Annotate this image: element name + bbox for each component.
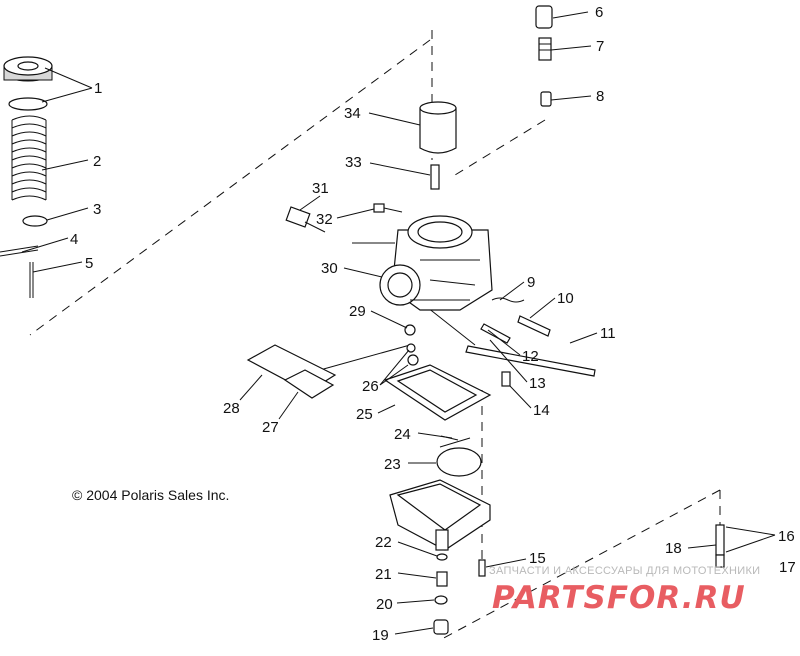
callout-8: 8 bbox=[596, 88, 604, 105]
callout-labels: 1 2 3 4 5 6 7 8 9 10 11 12 13 14 15 16 1… bbox=[70, 4, 796, 644]
callout-7: 7 bbox=[596, 38, 604, 55]
callout-29: 29 bbox=[349, 303, 366, 320]
callout-31: 31 bbox=[312, 180, 329, 197]
callout-23: 23 bbox=[384, 456, 401, 473]
callout-15: 15 bbox=[529, 550, 546, 567]
watermark: ЗАПЧАСТИ И АКСЕССУАРЫ ДЛЯ МОТОТЕХНИКИ PA… bbox=[489, 565, 760, 616]
float-bowl bbox=[389, 479, 491, 551]
callout-12: 12 bbox=[522, 348, 539, 365]
vent-tube bbox=[715, 524, 725, 568]
callout-5: 5 bbox=[85, 255, 93, 272]
callout-21: 21 bbox=[375, 566, 392, 583]
throttle-slide bbox=[419, 101, 457, 190]
callout-28: 28 bbox=[223, 400, 240, 417]
copyright-notice: © 2004 Polaris Sales Inc. bbox=[72, 487, 229, 503]
callout-13: 13 bbox=[529, 375, 546, 392]
callout-32: 32 bbox=[316, 211, 333, 228]
callout-11: 11 bbox=[600, 325, 616, 342]
watermark-logo: PARTSFOR.RU bbox=[492, 580, 746, 616]
callout-9: 9 bbox=[527, 274, 535, 291]
callout-6: 6 bbox=[595, 4, 603, 21]
float bbox=[436, 435, 482, 477]
callout-34: 34 bbox=[344, 105, 361, 122]
callout-30: 30 bbox=[321, 260, 338, 277]
gasket-plate bbox=[246, 344, 337, 399]
cap-assembly bbox=[0, 56, 53, 298]
callout-18: 18 bbox=[665, 540, 682, 557]
top-fittings bbox=[535, 5, 553, 107]
callout-1: 1 bbox=[94, 80, 102, 97]
callout-22: 22 bbox=[375, 534, 392, 551]
callout-19: 19 bbox=[372, 627, 389, 644]
callout-3: 3 bbox=[93, 201, 101, 218]
callout-16: 16 bbox=[778, 528, 795, 545]
callout-17: 17 bbox=[779, 559, 796, 576]
adjuster-screws bbox=[465, 297, 596, 387]
drain-parts bbox=[433, 553, 486, 635]
callout-25: 25 bbox=[356, 406, 373, 423]
watermark-subtitle: ЗАПЧАСТИ И АКСЕССУАРЫ ДЛЯ МОТОТЕХНИКИ bbox=[489, 565, 760, 577]
callout-2: 2 bbox=[93, 153, 101, 170]
callout-26: 26 bbox=[362, 378, 379, 395]
callout-20: 20 bbox=[376, 596, 393, 613]
leader-lines bbox=[21, 11, 776, 635]
callout-27: 27 bbox=[262, 419, 279, 436]
carburetor-body bbox=[285, 203, 493, 311]
callout-14: 14 bbox=[533, 402, 550, 419]
callout-10: 10 bbox=[557, 290, 574, 307]
bowl-gasket bbox=[383, 324, 492, 421]
callout-24: 24 bbox=[394, 426, 411, 443]
callout-4: 4 bbox=[70, 231, 78, 248]
callout-33: 33 bbox=[345, 154, 362, 171]
